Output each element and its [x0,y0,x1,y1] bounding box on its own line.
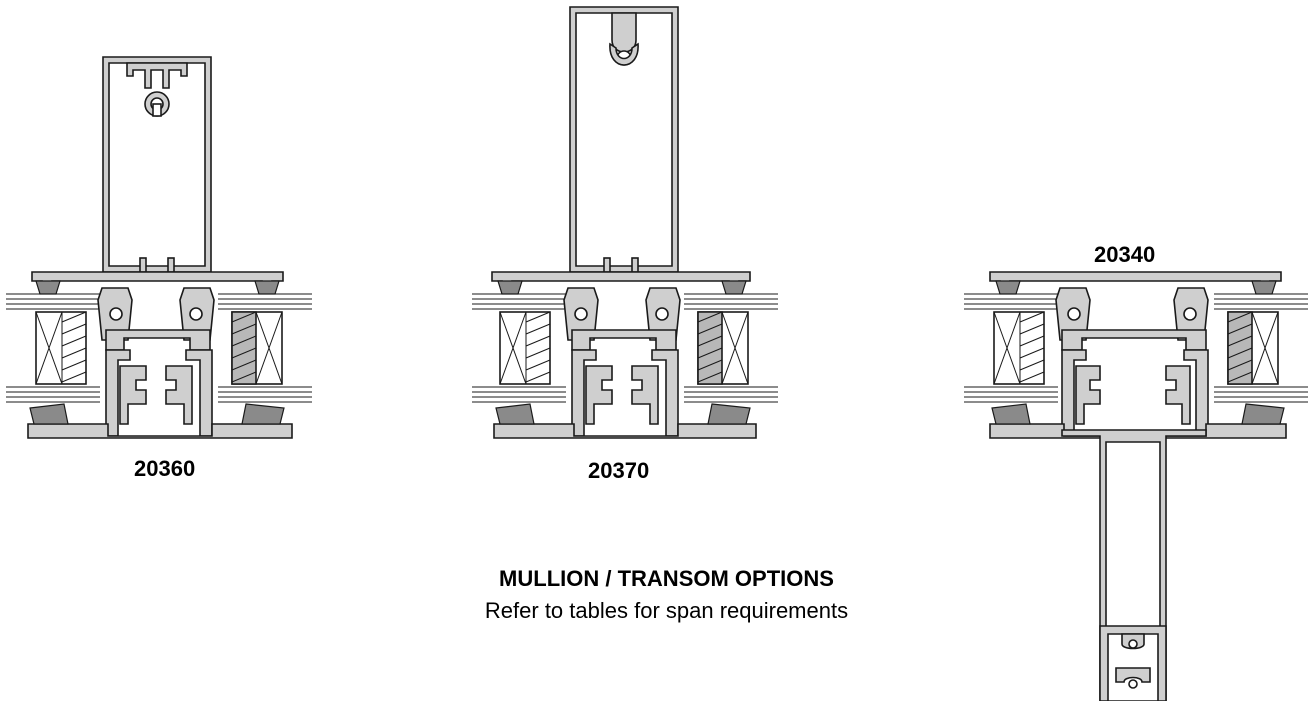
transom-core-20360 [27,365,293,439]
pressure-plate-20370 [491,271,751,295]
glazing-left-20360 [6,293,100,403]
thermal-break-20370 [563,287,681,437]
glazing-right-20340 [1214,293,1308,403]
profile-label-20340: 20340 [1094,242,1156,267]
profile-label-20360: 20360 [134,456,196,481]
mullion-tube-20360 [102,56,212,273]
caption-subtitle: Refer to tables for span requirements [484,598,849,623]
thermal-break-20360 [97,287,215,437]
glazing-right-20360 [218,293,312,403]
glazing-right-20370 [684,293,778,403]
mullion-tube-20340 [1061,429,1207,701]
caption-title: MULLION / TRANSOM OPTIONS [499,566,834,591]
glazing-left-20370 [472,293,566,403]
transom-core-20370 [493,365,757,439]
profile-label-20370: 20370 [588,458,650,483]
pressure-plate-20360 [31,271,284,295]
glazing-left-20340 [964,293,1058,403]
pressure-plate-20340 [989,271,1282,295]
